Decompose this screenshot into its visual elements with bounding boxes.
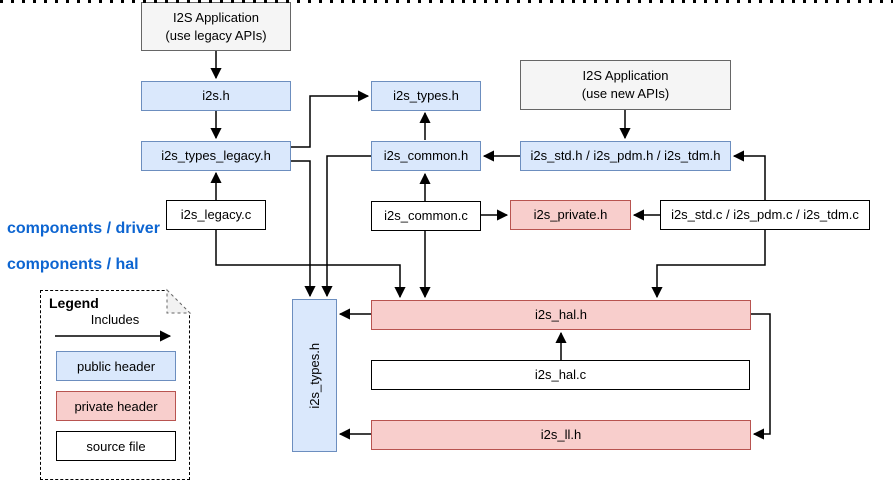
edge-i2s-types-legacy-h-to-hal-i2s-types-h <box>291 160 316 298</box>
legend-title: Legend <box>49 295 99 311</box>
node-label: i2s_types.h <box>306 342 322 409</box>
node-i2s-legacy-c: i2s_legacy.c <box>166 200 266 230</box>
legend-item-private-header: private header <box>56 391 176 421</box>
section-label-components-driver: components / driver <box>7 220 160 237</box>
node-i2s-std-pdm-tdm-h: i2s_std.h / i2s_pdm.h / i2s_tdm.h <box>520 141 731 171</box>
node-i2s-ll-h: i2s_ll.h <box>371 420 751 450</box>
driver-hal-divider <box>0 0 893 3</box>
edge-i2s-legacy-c-to-i2s-hal-h <box>215 230 406 299</box>
node-label: i2s_std.h / i2s_pdm.h / i2s_tdm.h <box>530 148 721 164</box>
node-label: i2s_std.c / i2s_pdm.c / i2s_tdm.c <box>671 207 859 223</box>
legend-item-source-file: source file <box>56 431 176 461</box>
node-label: I2S Application (use new APIs) <box>581 68 670 101</box>
node-label: i2s_types.h <box>393 88 459 104</box>
node-i2s-application-legacy: I2S Application (use legacy APIs) <box>141 2 291 51</box>
legend-item-label: public header <box>76 358 156 374</box>
node-i2s-hal-c: i2s_hal.c <box>371 360 750 390</box>
legend: Legend Includes public header private he… <box>40 290 190 480</box>
section-label-components-hal: components / hal <box>7 256 139 273</box>
node-i2s-common-h: i2s_common.h <box>371 141 481 171</box>
node-i2s-h: i2s.h <box>141 81 291 111</box>
node-i2s-common-c: i2s_common.c <box>371 201 481 231</box>
node-i2s-std-pdm-tdm-c: i2s_std.c / i2s_pdm.c / i2s_tdm.c <box>660 200 870 230</box>
edge-i2s-std-pdm-tdm-c-to-i2s-std-pdm-tdm-h <box>732 150 766 200</box>
edge-i2s-hal-h-to-i2s-ll-h <box>751 313 771 440</box>
edge-i2s-std-pdm-tdm-c-to-i2s-hal-h <box>651 230 766 299</box>
node-hal-i2s-types-h: i2s_types.h <box>292 299 337 452</box>
node-label: i2s_hal.h <box>534 307 588 323</box>
node-label: i2s_types_legacy.h <box>161 148 271 164</box>
node-label: I2S Application (use legacy APIs) <box>165 9 267 43</box>
node-label: i2s_legacy.c <box>180 207 252 223</box>
node-label: i2s_private.h <box>533 207 608 223</box>
legend-item-label: private header <box>74 398 158 414</box>
node-label: i2s_ll.h <box>540 427 582 443</box>
edge-i2s-common-h-to-hal-i2s-types-h <box>321 155 371 298</box>
node-i2s-application-new: I2S Application (use new APIs) <box>520 60 731 110</box>
legend-item-public-header: public header <box>56 351 176 381</box>
node-i2s-types-h: i2s_types.h <box>371 81 481 111</box>
legend-item-label: source file <box>86 438 146 454</box>
node-i2s-hal-h: i2s_hal.h <box>371 300 751 330</box>
edge-i2s-types-legacy-h-to-i2s-types-h <box>291 90 370 148</box>
node-label: i2s_hal.c <box>534 367 587 383</box>
legend-includes-label: Includes <box>90 312 140 327</box>
node-label: i2s_common.h <box>383 148 469 164</box>
node-i2s-private-h: i2s_private.h <box>510 200 631 230</box>
node-label: i2s_common.c <box>384 208 468 224</box>
node-i2s-types-legacy-h: i2s_types_legacy.h <box>141 141 291 171</box>
node-label: i2s.h <box>202 88 230 104</box>
